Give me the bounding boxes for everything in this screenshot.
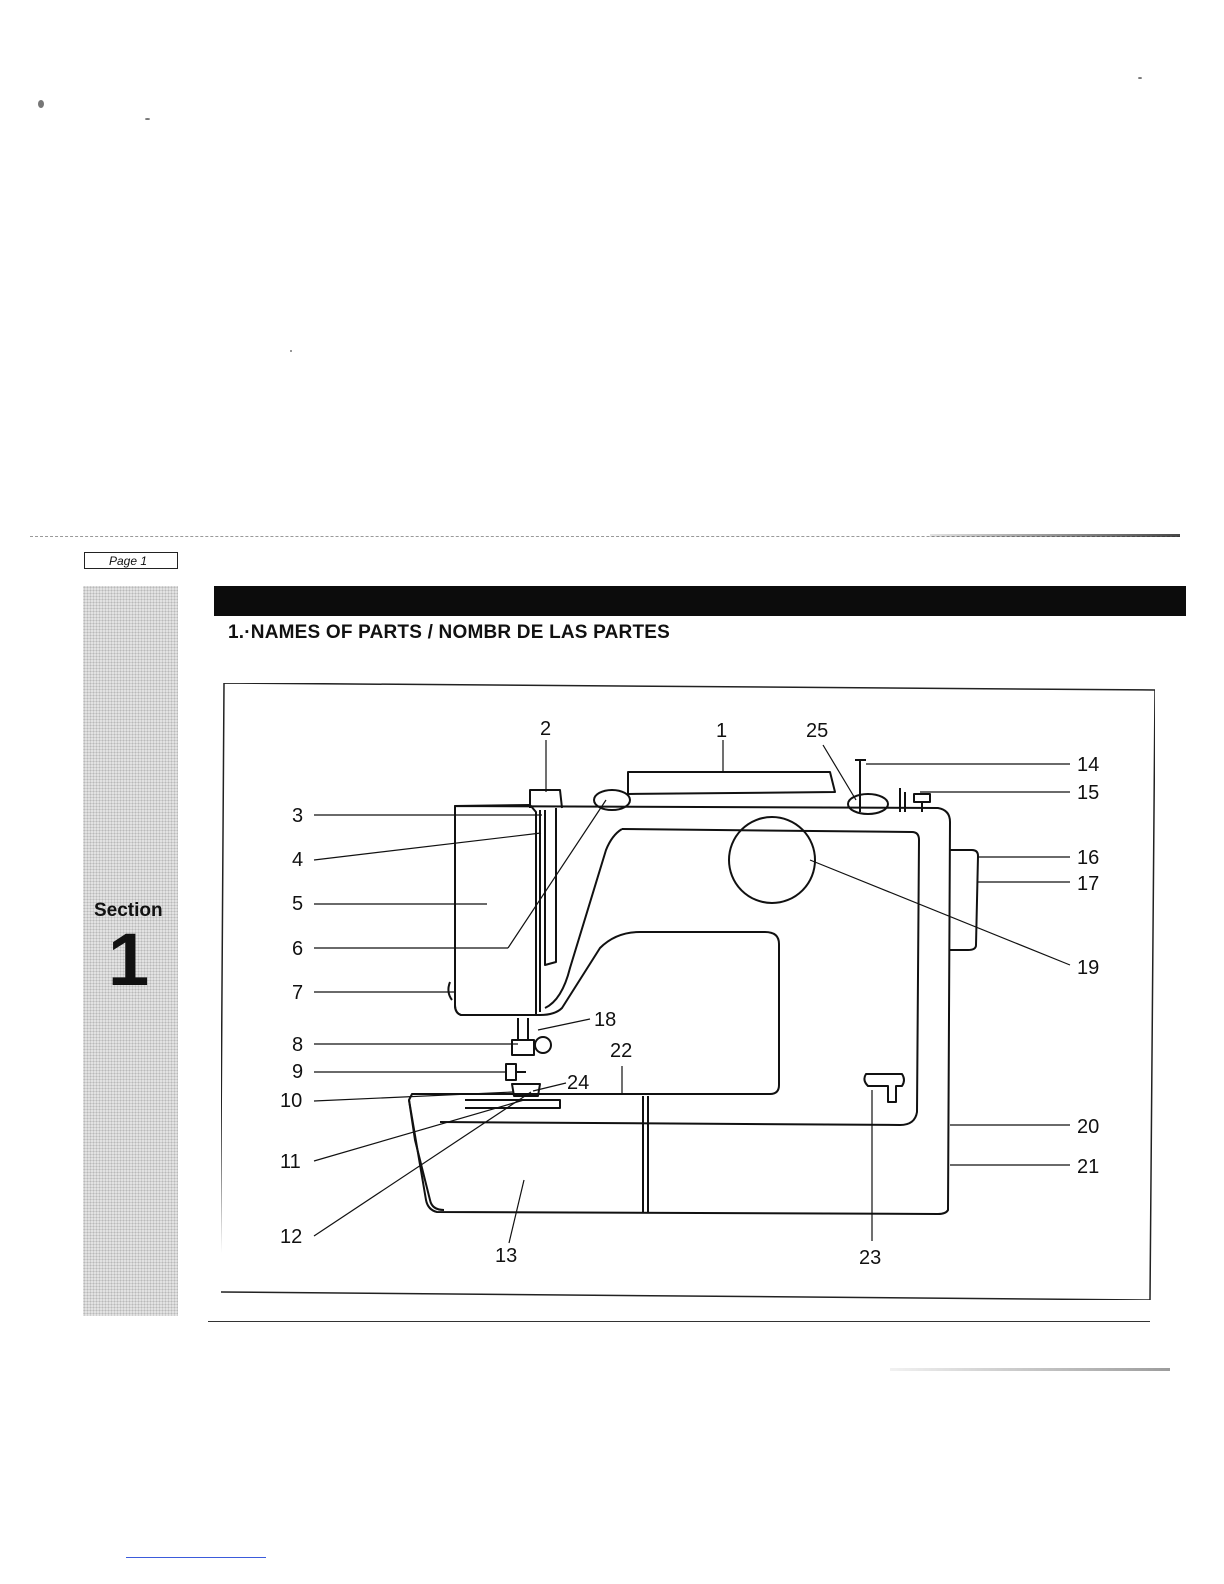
scan-smudge — [890, 1368, 1170, 1371]
scan-speck — [145, 118, 150, 120]
callout-25: 25 — [806, 720, 828, 742]
callout-16: 16 — [1077, 847, 1099, 869]
callout-13: 13 — [495, 1245, 517, 1267]
callout-7: 7 — [292, 982, 303, 1004]
blue-underline — [126, 1557, 266, 1558]
needle-bar-channel — [540, 808, 556, 1012]
free-arm-bed — [409, 1100, 444, 1210]
top-cover — [628, 772, 835, 794]
callout-9: 9 — [292, 1061, 303, 1083]
machine-arm — [409, 806, 950, 1214]
sewing-machine-drawing — [409, 760, 978, 1214]
callout-11: 11 — [280, 1151, 301, 1173]
callout-21: 21 — [1077, 1156, 1099, 1178]
page-label: Page 1 — [84, 552, 178, 569]
section-number: 1 — [108, 920, 149, 1000]
scan-speck — [38, 100, 44, 108]
callout-20: 20 — [1077, 1116, 1099, 1138]
callout-labels: 1 2 3 4 5 6 7 8 9 10 11 12 13 14 15 16 1… — [280, 718, 1099, 1269]
callout-6: 6 — [292, 938, 303, 960]
needle-clamp — [512, 1018, 534, 1055]
accessory-box-seam — [643, 1096, 648, 1212]
handwheel — [950, 850, 978, 950]
sewing-machine-diagram: 1 2 3 4 5 6 7 8 9 10 11 12 13 14 15 16 1… — [221, 683, 1155, 1300]
callout-12: 12 — [280, 1226, 302, 1248]
face-plate — [455, 805, 536, 1015]
header-bar — [214, 586, 1186, 616]
callout-18: 18 — [594, 1009, 616, 1031]
callout-14: 14 — [1077, 754, 1099, 776]
bobbin-winder-spindle — [855, 760, 866, 812]
thread-take-up — [530, 790, 562, 808]
callout-4: 4 — [292, 849, 303, 871]
scan-speck — [1138, 77, 1142, 79]
callout-5: 5 — [292, 893, 303, 915]
scan-speck — [290, 350, 292, 352]
callout-3: 3 — [292, 805, 303, 827]
callout-8: 8 — [292, 1034, 303, 1056]
callout-10: 10 — [280, 1090, 302, 1112]
presser-foot-screw — [506, 1064, 526, 1080]
reverse-lever — [864, 1074, 904, 1102]
scan-smudge — [930, 534, 1180, 537]
callout-17: 17 — [1077, 873, 1099, 895]
page-heading: 1.·NAMES OF PARTS / NOMBR DE LAS PARTES — [228, 622, 670, 644]
callout-1: 1 — [716, 720, 727, 742]
callout-23: 23 — [859, 1247, 881, 1269]
callout-24: 24 — [567, 1072, 589, 1094]
callout-19: 19 — [1077, 957, 1099, 979]
leader-lines — [314, 740, 1070, 1243]
callout-15: 15 — [1077, 782, 1099, 804]
bottom-rule — [208, 1321, 1150, 1322]
callout-2: 2 — [540, 718, 551, 740]
thread-cutter — [448, 982, 452, 1000]
callout-22: 22 — [610, 1040, 632, 1062]
needle-screw — [535, 1037, 551, 1053]
